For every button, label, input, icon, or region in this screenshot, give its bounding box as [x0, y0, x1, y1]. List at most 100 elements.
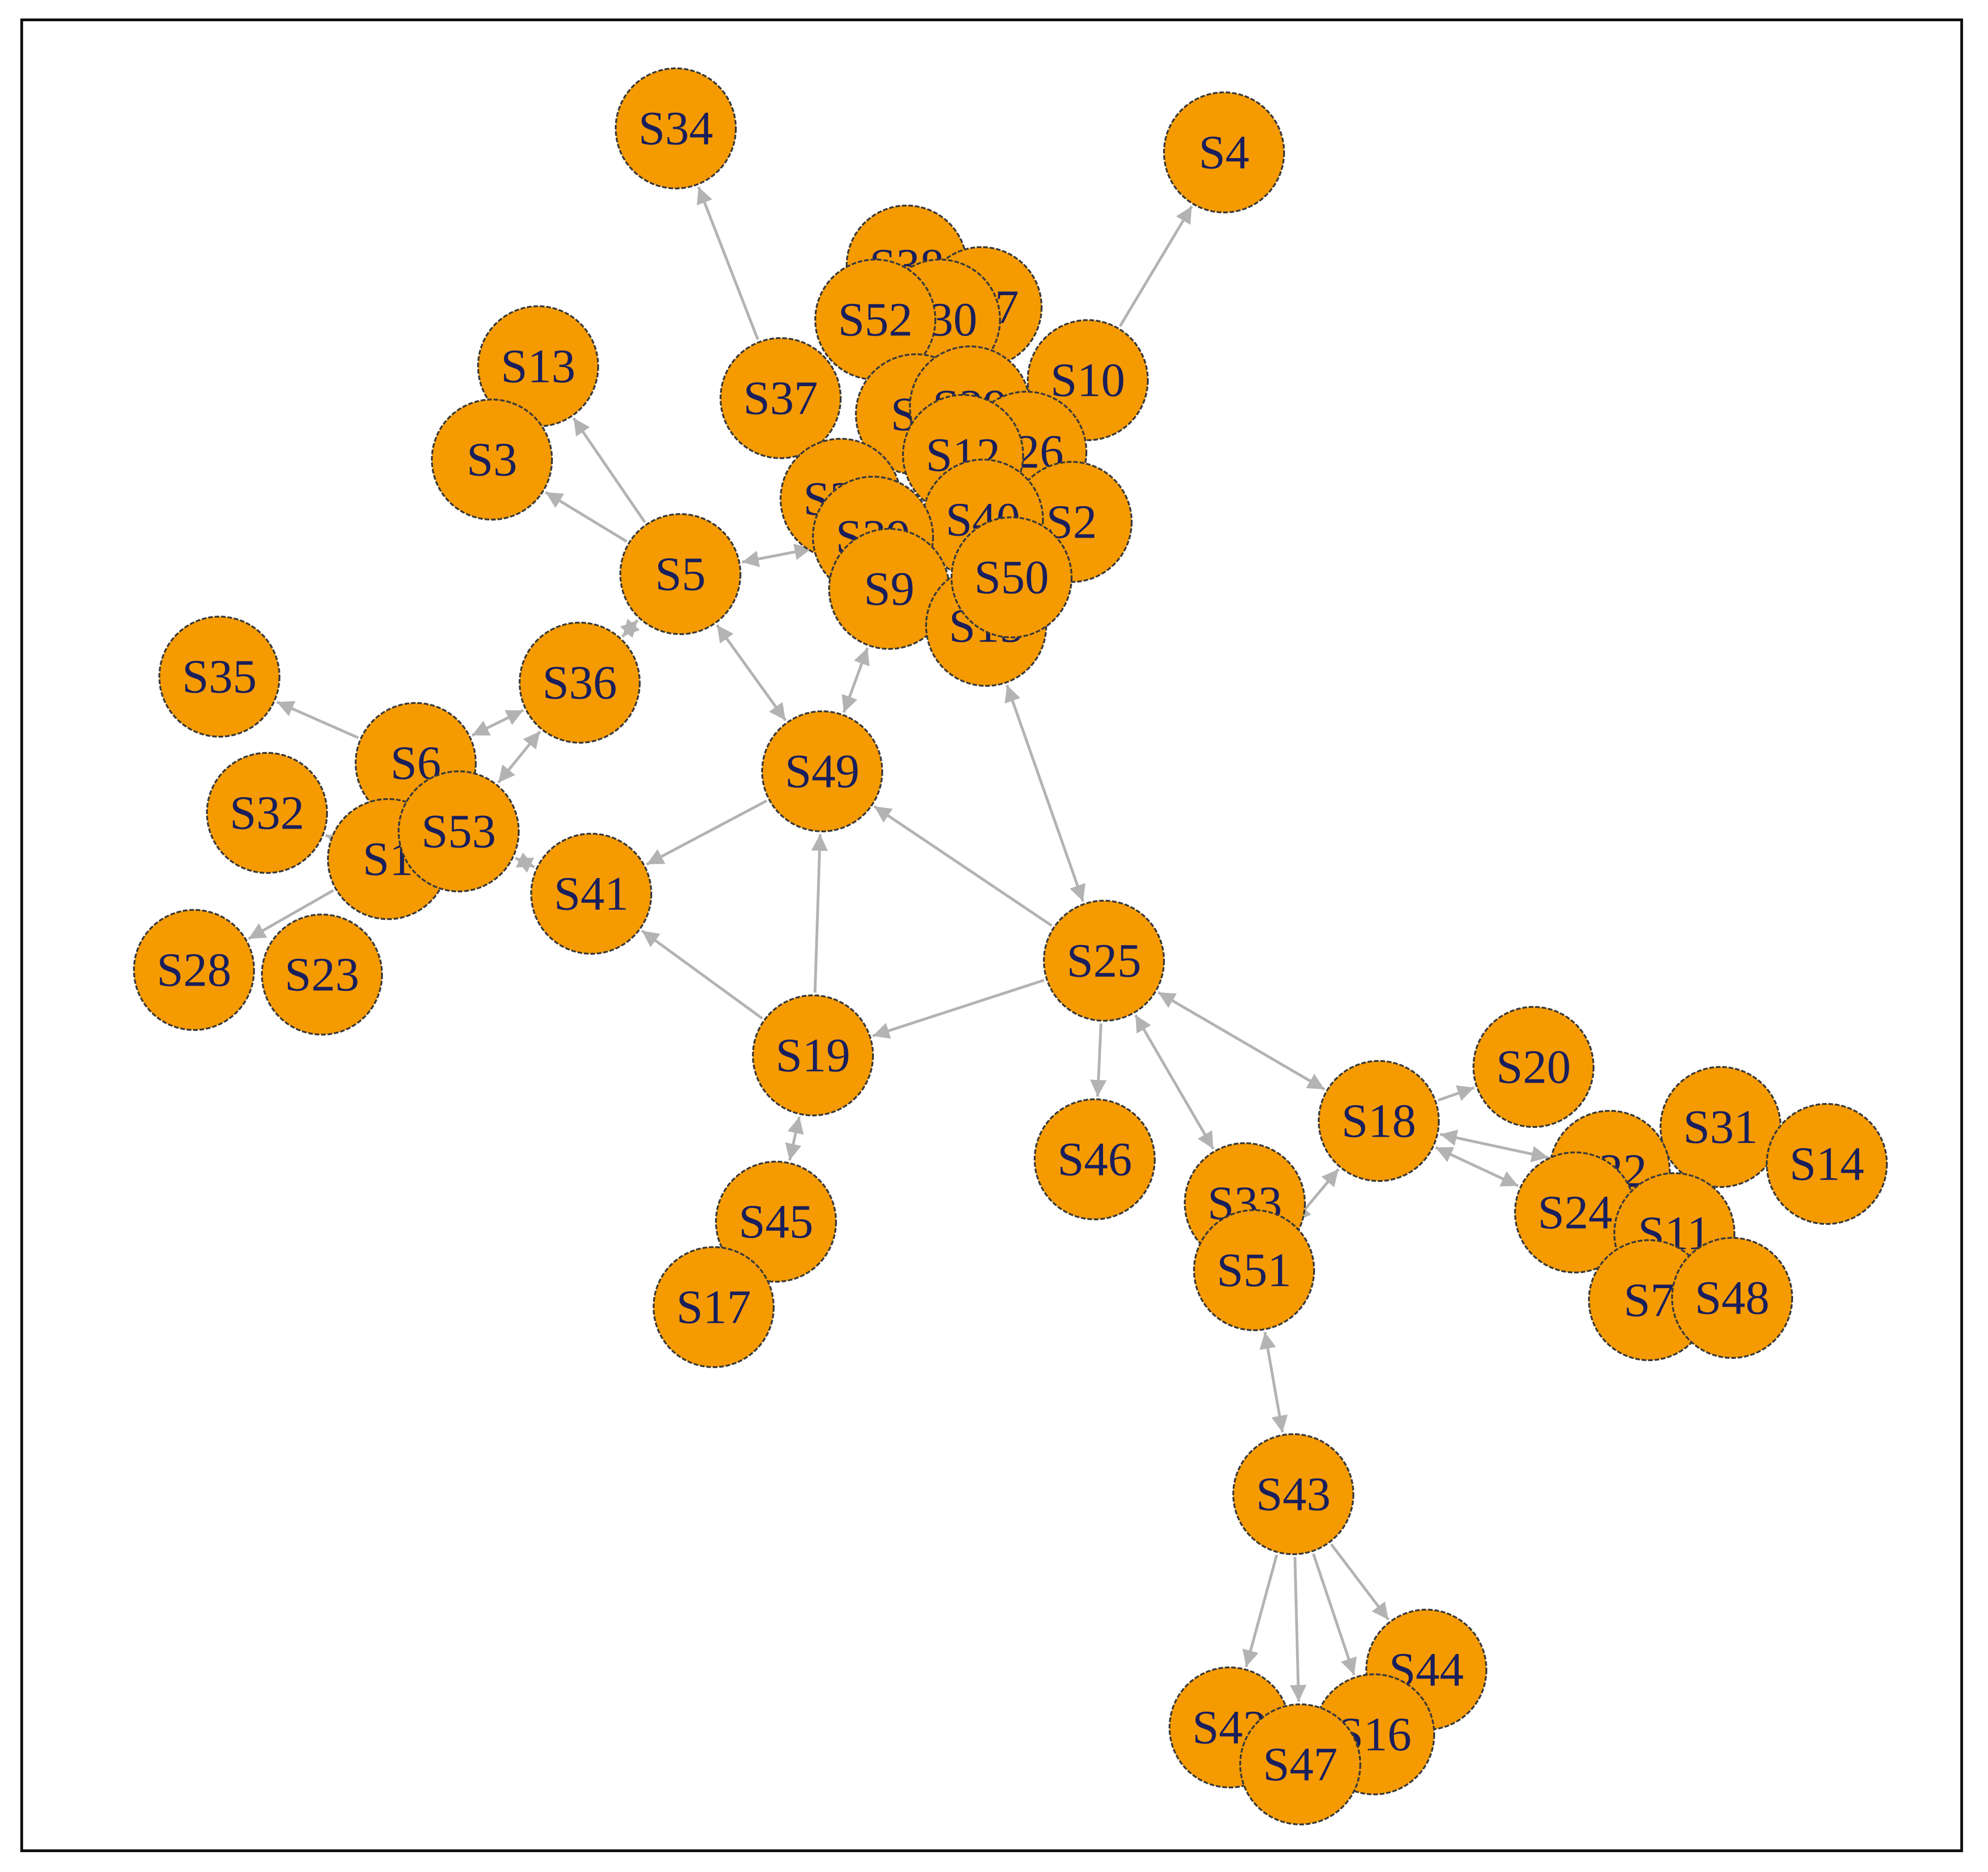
- node-circle: [1671, 1237, 1793, 1359]
- node-label: S3: [467, 433, 517, 486]
- edge-S6-S36: [471, 709, 524, 737]
- node-label: S9: [864, 563, 915, 616]
- node-circle: [653, 1246, 775, 1368]
- edge-S5-S39: [741, 544, 812, 567]
- nodes-layer: S34S4S38S27S30S52S13S10S37S8S29S3S26S12S…: [133, 67, 1888, 1825]
- node-label: S14: [1789, 1138, 1864, 1191]
- node-S51[interactable]: S51: [1193, 1209, 1315, 1331]
- node-S25[interactable]: S25: [1043, 900, 1165, 1022]
- edge-S5-S3: [545, 491, 628, 543]
- node-S49[interactable]: S49: [761, 710, 883, 832]
- node-label: S20: [1496, 1041, 1571, 1094]
- edge-S25-S15: [1005, 685, 1085, 902]
- node-label: S51: [1217, 1244, 1291, 1297]
- node-circle: [619, 513, 741, 635]
- node-circle: [951, 516, 1073, 638]
- node-label: S36: [542, 656, 617, 709]
- node-circle: [1034, 1098, 1156, 1220]
- edge-S25-S49: [873, 805, 1053, 927]
- node-circle: [158, 616, 280, 738]
- node-S53[interactable]: S53: [398, 770, 520, 892]
- edge-S1-S32: [325, 833, 345, 849]
- node-label: S5: [655, 548, 706, 601]
- node-S45[interactable]: S45: [715, 1161, 837, 1283]
- edge-S24-S18: [1435, 1146, 1519, 1187]
- edge-S19-S49: [811, 834, 828, 993]
- node-S35[interactable]: S35: [158, 616, 280, 738]
- node-label: S24: [1538, 1186, 1612, 1239]
- node-S31[interactable]: S31: [1660, 1066, 1782, 1188]
- node-label: S43: [1256, 1468, 1331, 1521]
- edge-S49-S41: [646, 800, 768, 866]
- node-S37[interactable]: S37: [720, 337, 842, 459]
- node-label: S19: [776, 1029, 850, 1082]
- node-label: S7: [1624, 1274, 1674, 1327]
- edge-S53-S41: [515, 852, 535, 873]
- node-circle: [1239, 1703, 1361, 1825]
- node-circle: [206, 752, 328, 874]
- node-S20[interactable]: S20: [1473, 1006, 1594, 1128]
- node-S34[interactable]: S34: [615, 67, 737, 189]
- node-label: S48: [1695, 1272, 1770, 1325]
- node-label: S10: [1050, 354, 1125, 407]
- node-circle: [398, 770, 520, 892]
- node-label: S45: [739, 1195, 813, 1248]
- node-S50[interactable]: S50: [951, 516, 1073, 638]
- node-S23[interactable]: S23: [261, 914, 383, 1036]
- node-S52[interactable]: S52: [814, 259, 936, 381]
- node-S3[interactable]: S3: [431, 399, 553, 521]
- node-label: S50: [974, 551, 1049, 604]
- node-S28[interactable]: S28: [133, 909, 255, 1031]
- node-label: S49: [785, 745, 860, 798]
- node-circle: [1473, 1006, 1594, 1128]
- node-S46[interactable]: S46: [1034, 1098, 1156, 1220]
- node-S41[interactable]: S41: [530, 833, 652, 955]
- node-S4[interactable]: S4: [1163, 91, 1285, 213]
- node-circle: [752, 994, 874, 1116]
- node-S36[interactable]: S36: [519, 622, 641, 744]
- node-S13[interactable]: S13: [477, 305, 599, 427]
- node-circle: [715, 1161, 837, 1283]
- edge-S43-S16: [1312, 1553, 1357, 1676]
- node-circle: [1318, 1060, 1440, 1182]
- node-S48[interactable]: S48: [1671, 1237, 1793, 1359]
- node-circle: [720, 337, 842, 459]
- edge-S10-S4: [1119, 206, 1193, 327]
- node-label: S37: [743, 372, 818, 425]
- node-label: S17: [676, 1281, 751, 1334]
- edge-S22-S18: [1440, 1129, 1549, 1163]
- edge-S43-S44: [1330, 1543, 1390, 1621]
- node-label: S47: [1263, 1738, 1338, 1791]
- node-S32[interactable]: S32: [206, 752, 328, 874]
- node-label: S18: [1341, 1095, 1416, 1148]
- edge-S5-S13: [572, 417, 646, 523]
- node-S43[interactable]: S43: [1232, 1433, 1354, 1555]
- node-S9[interactable]: S9: [828, 528, 950, 650]
- node-S5[interactable]: S5: [619, 513, 741, 635]
- edge-S25-S18: [1157, 991, 1326, 1091]
- edges-layer: [248, 186, 1549, 1702]
- edge-S49-S9: [842, 647, 870, 713]
- edge-S5-S36: [620, 618, 640, 638]
- node-label: S46: [1057, 1133, 1132, 1186]
- node-S19[interactable]: S19: [752, 994, 874, 1116]
- edge-S25-S33: [1134, 1014, 1215, 1150]
- node-label: S4: [1199, 126, 1249, 179]
- node-S14[interactable]: S14: [1766, 1103, 1888, 1225]
- edge-S6-S35: [276, 701, 359, 739]
- node-label: S25: [1067, 934, 1141, 987]
- node-label: S31: [1683, 1101, 1758, 1154]
- node-S24[interactable]: S24: [1514, 1151, 1636, 1273]
- edge-S43-S47: [1290, 1557, 1307, 1702]
- edge-S43-S42: [1242, 1554, 1279, 1667]
- edge-S53-S36: [497, 730, 541, 784]
- node-circle: [1232, 1433, 1354, 1555]
- edge-S18-S20: [1437, 1085, 1475, 1102]
- edge-S45-S19: [785, 1116, 804, 1161]
- node-circle: [1193, 1209, 1315, 1331]
- node-S17[interactable]: S17: [653, 1246, 775, 1368]
- node-S18[interactable]: S18: [1318, 1060, 1440, 1182]
- node-S47[interactable]: S47: [1239, 1703, 1361, 1825]
- edge-S25-S19: [872, 979, 1045, 1039]
